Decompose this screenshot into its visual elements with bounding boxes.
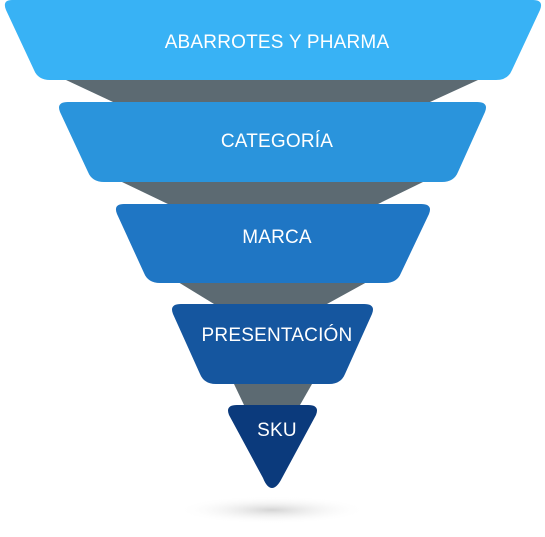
funnel-level-3 [115,204,430,283]
connector-3 [178,282,367,304]
connector-1 [66,80,478,102]
funnel-level-5-label: SKU [257,420,297,441]
funnel-level-1 [4,0,542,80]
connector-4 [234,384,312,405]
funnel-level-5 [228,405,317,488]
funnel-level-2 [59,102,486,182]
connector-2 [122,182,423,205]
funnel-level-2-label: CATEGORÍA [221,131,333,152]
funnel-level-4-label: PRESENTACIÓN [202,324,353,346]
funnel-level-1-label: ABARROTES Y PHARMA [165,32,390,53]
funnel-level-3-label: MARCA [242,227,312,248]
ground-shadow [177,496,367,524]
funnel-level-4 [172,304,373,384]
